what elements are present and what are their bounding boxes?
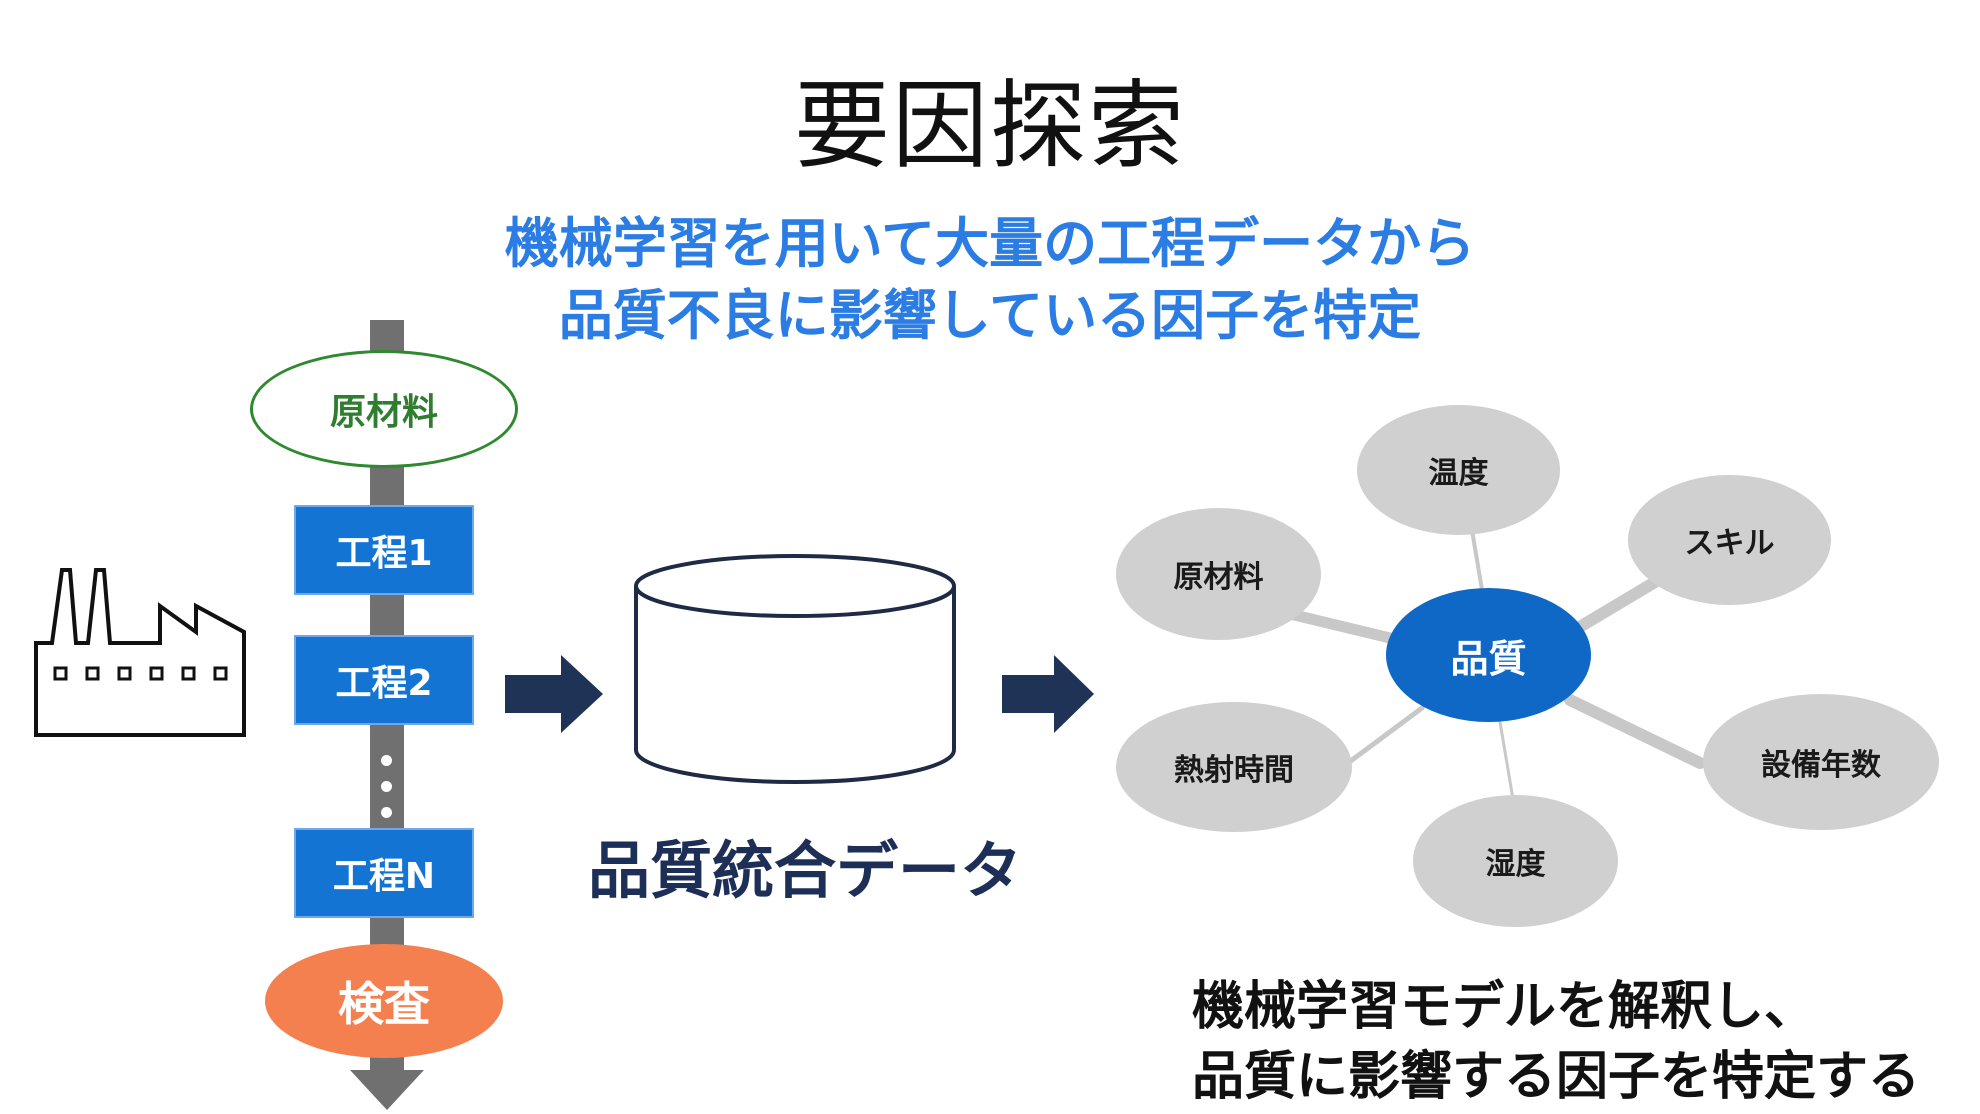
factor-node-temperature: 温度 — [1357, 405, 1560, 535]
raw-material-node: 原材料 — [250, 350, 518, 468]
conclusion-line-2: 品質に影響する因子を特定する — [1192, 1047, 1921, 1107]
factor-center-quality: 品質 — [1386, 588, 1591, 722]
process-step-2: 工程2 — [294, 635, 474, 725]
conclusion-line-1: 機械学習モデルを解釈し、 — [1192, 977, 1817, 1037]
factory-icon — [34, 568, 246, 737]
factor-node-heating-time: 熱射時間 — [1116, 702, 1352, 832]
conclusion-text: 機械学習モデルを解釈し、 品質に影響する因子を特定する — [1192, 972, 1920, 1112]
page-title: 要因探索 — [794, 70, 1186, 182]
subtitle-line-2: 品質不良に影響している因子を特定 — [558, 284, 1422, 347]
process-step-n: 工程N — [294, 828, 474, 918]
process-step-1: 工程1 — [294, 505, 474, 595]
process-ellipsis — [381, 755, 393, 825]
arrow-right-icon — [1002, 655, 1094, 733]
factor-node-skill: スキル — [1628, 475, 1831, 605]
database-cylinder-icon — [634, 554, 956, 784]
subtitle: 機械学習を用いて大量の工程データから 品質不良に影響している因子を特定 — [0, 208, 1980, 352]
factor-node-humidity: 湿度 — [1413, 795, 1618, 927]
database-label: 品質統合データ — [588, 834, 1023, 907]
process-down-arrow-icon — [350, 1070, 424, 1110]
arrow-right-icon — [505, 655, 603, 733]
subtitle-line-1: 機械学習を用いて大量の工程データから — [504, 212, 1476, 275]
factor-node-raw-material: 原材料 — [1116, 508, 1321, 640]
factor-node-equipment-age: 設備年数 — [1703, 694, 1939, 830]
inspection-node: 検査 — [265, 944, 503, 1058]
